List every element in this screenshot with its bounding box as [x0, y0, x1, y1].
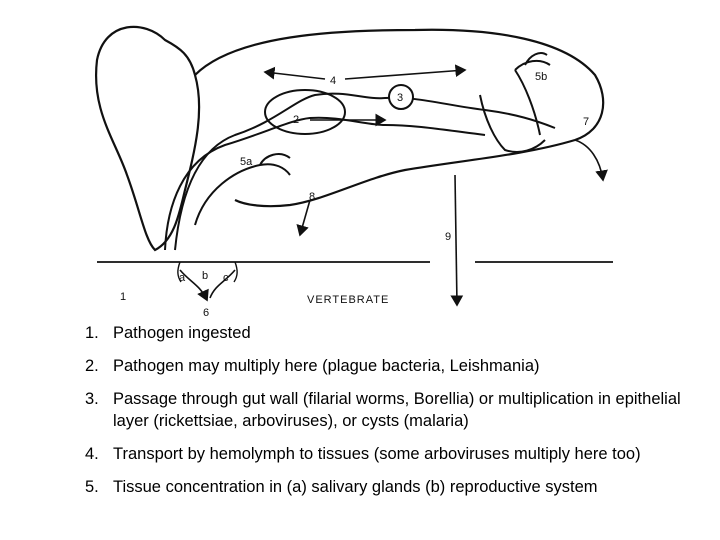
arrow-9 [450, 174, 464, 307]
legend-item-number: 1. [85, 324, 99, 342]
label-1: 1 [120, 291, 126, 303]
label-a: a [179, 272, 186, 284]
label-6: 6 [203, 307, 209, 319]
gut-wall-passage-circle [388, 84, 414, 110]
label-5b: 5b [535, 71, 547, 83]
legend-item-number: 4. [85, 445, 99, 463]
arrow-7 [574, 139, 608, 182]
legend-item-number: 5. [85, 478, 99, 496]
reproductive-system [479, 52, 551, 153]
legend-item-text: Passage through gut wall (filarial worms… [113, 390, 681, 430]
arrow-4-left [263, 66, 326, 80]
vertebrate-label: VERTEBRATE [307, 294, 389, 306]
label-b: b [202, 270, 208, 282]
legend-item: 3. Passage through gut wall (filarial wor… [85, 388, 685, 432]
legend-item: 2. Pathogen may multiply here (plague bac… [85, 355, 685, 377]
midgut-pouch [264, 89, 346, 135]
label-3: 3 [397, 92, 403, 104]
label-9: 9 [445, 231, 451, 243]
arrow-8 [296, 199, 311, 237]
legend-item-number: 3. [85, 390, 99, 408]
arrow-6 [179, 269, 209, 302]
legend-list: 1. Pathogen ingested 2. Pathogen may multi… [85, 322, 685, 509]
label-2: 2 [293, 114, 299, 126]
gut-tract-inner [164, 116, 486, 251]
salivary-gland [194, 153, 291, 226]
legend-item: 5. Tissue concentration in (a) salivary g… [85, 476, 685, 498]
legend-item-text: Pathogen may multiply here (plague bacte… [113, 357, 540, 375]
legend-item-text: Transport by hemolymph to tissues (some … [113, 445, 641, 463]
arrow-6-right [209, 269, 236, 299]
arrow-4-right [344, 64, 467, 80]
label-5a: 5a [240, 156, 253, 168]
label-c: c [223, 272, 229, 284]
label-4: 4 [330, 75, 336, 87]
legend-item-number: 2. [85, 357, 99, 375]
insect-body-outline [95, 25, 201, 252]
label-7: 7 [583, 116, 589, 128]
insect-abdomen-outline [194, 28, 605, 208]
legend-item-text: Tissue concentration in (a) salivary gla… [113, 478, 598, 496]
gut-tract [174, 92, 556, 251]
insect-pathogen-diagram: 1 2 3 4 5a 5b 6 7 8 9 a b c VERTEBRATE [95, 25, 613, 319]
bite-bracket [177, 261, 238, 283]
label-8: 8 [309, 191, 315, 203]
legend-item: 1. Pathogen ingested [85, 322, 685, 344]
legend-item-text: Pathogen ingested [113, 324, 251, 342]
legend-item: 4. Transport by hemolymph to tissues (som… [85, 443, 685, 465]
